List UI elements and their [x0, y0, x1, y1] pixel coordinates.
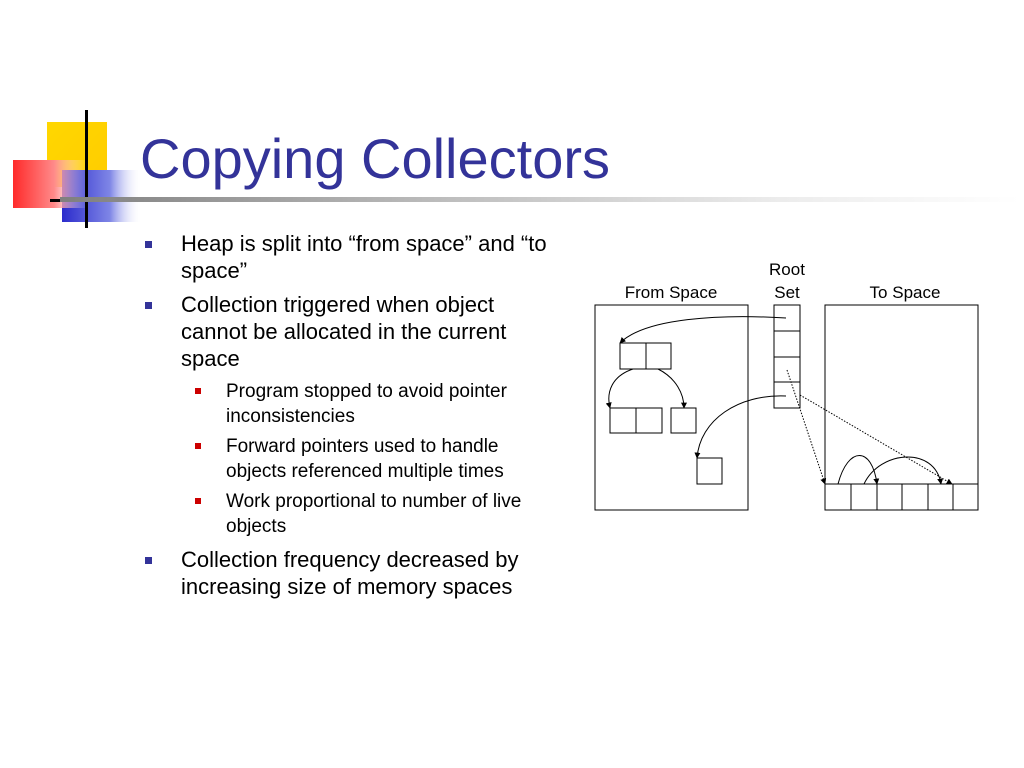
object-cell [670, 407, 697, 434]
object-cell [901, 483, 929, 511]
pointer-arrow [694, 395, 787, 459]
pointer-arrow [786, 369, 827, 485]
pointer-arrow [837, 455, 880, 485]
bullet-item: Collection triggered when object cannot … [142, 291, 562, 539]
from-space-objects [609, 342, 723, 485]
object-cell [609, 407, 637, 434]
decorative-logo [13, 110, 142, 228]
object-cell [850, 483, 878, 511]
sub-bullet-list: Program stopped to avoid pointer inconsi… [181, 379, 562, 539]
root-set-column [773, 304, 801, 409]
title-underline [60, 197, 1020, 202]
root-set-cell [773, 356, 801, 383]
sub-bullet-text: Program stopped to avoid pointer inconsi… [226, 381, 507, 427]
pointer-arrow [619, 316, 787, 344]
root-set-cell [773, 330, 801, 358]
to-space-objects [824, 483, 979, 511]
object-cell [635, 407, 663, 434]
object-cell [619, 342, 647, 370]
pointer-arrows [605, 316, 953, 485]
slide-title: Copying Collectors [140, 127, 610, 190]
sub-bullet-item: Work proportional to number of live obje… [181, 489, 562, 539]
object-cell [696, 457, 723, 485]
sub-bullet-item: Program stopped to avoid pointer inconsi… [181, 379, 562, 429]
object-cell [824, 483, 852, 511]
object-cell [952, 483, 979, 511]
object-cell [876, 483, 903, 511]
from-space-box [594, 304, 749, 511]
root-set-cell [773, 381, 801, 409]
pointer-arrow [863, 456, 944, 485]
pointer-arrow [605, 368, 634, 409]
bullet-item: Heap is split into “from space” and “to … [142, 230, 562, 284]
root-set-label-line1: Root [769, 260, 805, 279]
root-set-label-line2: Set [774, 283, 800, 302]
bullet-list: Heap is split into “from space” and “to … [142, 230, 562, 607]
bullet-text: Collection triggered when object cannot … [181, 292, 507, 371]
pointer-arrow [657, 368, 687, 409]
pointer-arrow [799, 394, 953, 485]
logo-vertical-bar [85, 110, 88, 228]
object-cell [645, 342, 672, 370]
sub-bullet-text: Forward pointers used to handle objects … [226, 436, 504, 482]
copying-collector-diagram: From Space Root Set To Space [594, 260, 979, 511]
from-space-label: From Space [625, 283, 718, 302]
bullet-item: Collection frequency decreased by increa… [142, 546, 562, 600]
bullet-text: Collection frequency decreased by increa… [181, 547, 519, 599]
object-cell [927, 483, 954, 511]
sub-bullet-text: Work proportional to number of live obje… [226, 491, 522, 537]
to-space-label: To Space [870, 283, 941, 302]
sub-bullet-item: Forward pointers used to handle objects … [181, 434, 562, 484]
bullet-text: Heap is split into “from space” and “to … [181, 231, 547, 283]
to-space-box [824, 304, 979, 511]
